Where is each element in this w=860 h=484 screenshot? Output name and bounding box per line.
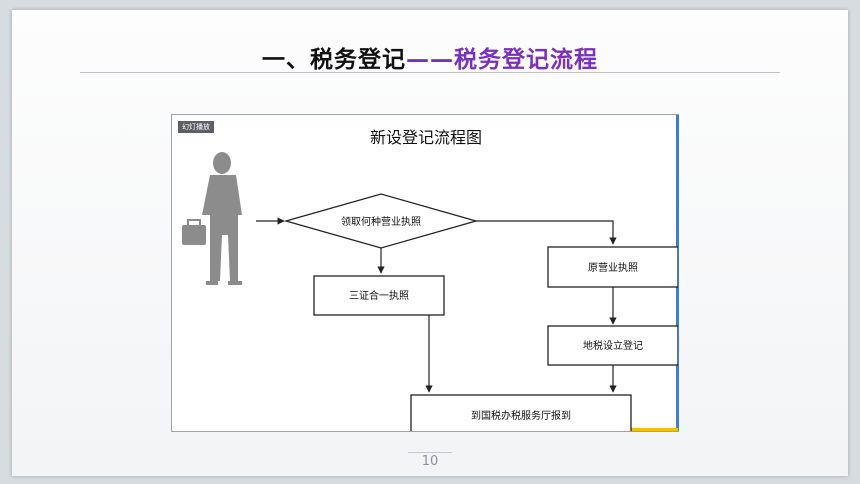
title-divider: [80, 72, 780, 73]
flowchart-figure: 幻灯播放 新设登记流程图 领取: [171, 114, 679, 432]
left-box-label: 三证合一执照: [349, 289, 409, 302]
bottom-box: [410, 394, 632, 431]
flowchart-svg: 新设登记流程图 领取何种营业执照 三证合一执照: [182, 128, 678, 431]
right-box-2: [547, 325, 678, 366]
bottom-box-label: 到国税办税服务厅报到: [471, 409, 571, 422]
page-number-rule: [408, 452, 452, 453]
right-box-1-label: 原营业执照: [588, 261, 638, 274]
right-box-2-label: 地税设立登记: [583, 339, 643, 352]
page-number: 10: [421, 454, 439, 469]
title-main: 一、税务登记: [262, 47, 406, 73]
slideshow-tab[interactable]: 幻灯播放: [178, 121, 214, 133]
businessman-icon: [182, 152, 242, 285]
title-sub: ——税务登记流程: [406, 47, 598, 73]
left-box: [313, 275, 445, 316]
slide-title: 一、税务登记——税务登记流程: [12, 40, 848, 74]
right-box-1: [547, 246, 678, 288]
decision-label: 领取何种营业执照: [341, 215, 421, 228]
arrow-to-right-box: [476, 220, 617, 245]
flowchart-title: 新设登记流程图: [370, 128, 482, 147]
figure-bottom-strip: [606, 428, 678, 431]
slide: 一、税务登记——税务登记流程 幻灯播放 新设登记流程图: [12, 10, 848, 476]
